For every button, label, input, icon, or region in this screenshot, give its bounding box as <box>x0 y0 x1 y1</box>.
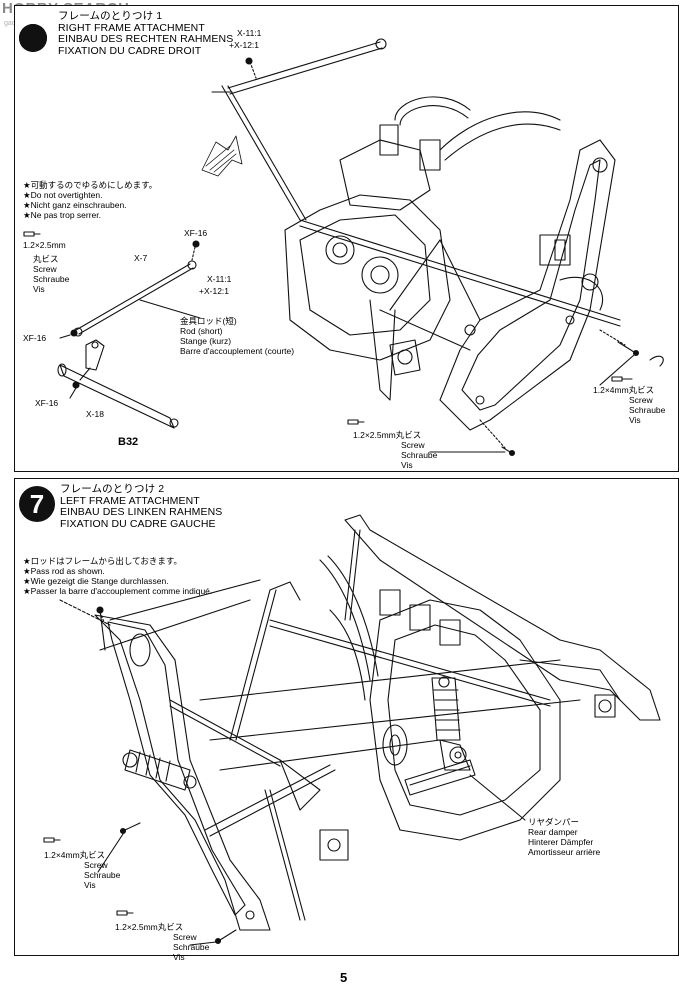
step7-left-frame <box>94 581 336 931</box>
step7-title: フレームのとりつけ 2 LEFT FRAME ATTACHMENT EINBAU… <box>60 483 223 530</box>
step7-number-badge: 7 <box>19 486 55 522</box>
step6-screw-bottom-label: 1.2×2.5mm丸ビス Screw Schraube Vis <box>353 430 438 470</box>
step6-panel <box>14 5 679 472</box>
step7-left-screw-icon <box>43 822 141 873</box>
page-number: 5 <box>340 970 348 985</box>
step7-engine <box>319 555 616 841</box>
step7-bottom-screw-icon <box>116 910 237 946</box>
step6-small-screw-icon <box>23 231 41 237</box>
step6-rod-label: 金具ロッド(短) Rod (short) Stange (kurz) Barre… <box>180 316 295 356</box>
step6-b32-code: B32 <box>118 436 139 448</box>
step6-top-screw-icon <box>245 57 257 79</box>
step7-screw-bottom-label: 1.2×2.5mm丸ビス Screw Schraube Vis <box>115 922 210 962</box>
step7-title-fr: FIXATION DU CADRE GAUCHE <box>60 517 216 530</box>
step7-main-frame <box>59 514 661 771</box>
step6-right-screw-icon <box>599 341 664 386</box>
step6-title-jp: フレームのとりつけ 1 <box>58 10 163 22</box>
step7-title-en: LEFT FRAME ATTACHMENT <box>60 494 200 507</box>
step6-title: フレームのとりつけ 1 RIGHT FRAME ATTACHMENT EINBA… <box>58 10 234 57</box>
step6-part-x18: X-18 <box>86 409 104 419</box>
step6-bottom-screw-sample-icon <box>347 419 365 425</box>
step6-right-frame <box>369 139 626 449</box>
step6-title-fr: FIXATION DU CADRE DROIT <box>58 44 202 57</box>
step7-panel <box>14 478 679 956</box>
step6-part-x7: X-7 <box>134 253 148 263</box>
step7-left-shock <box>122 749 349 861</box>
step6-part-x12-top: +X-12:1 <box>229 40 260 50</box>
step6-engine-block <box>284 96 621 361</box>
step6-direction-arrow-icon <box>201 135 243 177</box>
step6-long-rod <box>211 38 387 221</box>
step6-shaft-part <box>57 363 179 429</box>
step6-part-x11-mid: X-11:1 <box>207 274 232 284</box>
step6-part-x11-top: X-11:1 <box>237 28 262 38</box>
step6-part-xf16-top: XF-16 <box>184 228 208 238</box>
step7-title-de: EINBAU DES LINKEN RAHMENS <box>60 506 223 518</box>
step6-screw-right-label: 1.2×4mm丸ビス Screw Schraube Vis <box>593 385 666 425</box>
step7-title-jp: フレームのとりつけ 2 <box>60 483 165 495</box>
step6-title-en: RIGHT FRAME ATTACHMENT <box>58 21 205 34</box>
step7-damper-label: リヤダンパー Rear damper Hinterer Dämpfer Amor… <box>528 817 601 857</box>
step6-screw-small-label: 1.2×2.5mm 丸ビス Screw Schraube Vis <box>23 240 70 294</box>
step6-title-de: EINBAU DES RECHTEN RAHMENS <box>58 33 234 45</box>
step7-screw-left-label: 1.2×4mm丸ビス Screw Schraube Vis <box>44 850 121 890</box>
step7-rear-damper <box>404 676 526 821</box>
step6-right-screw-sample-icon <box>611 376 633 382</box>
step6-part-x12-mid: +X-12:1 <box>199 286 230 296</box>
step6-bottom-screw-icon <box>429 446 516 457</box>
step7-note: ★ロッドはフレームから出しておきます。 ★Pass rod as shown. … <box>23 556 213 596</box>
step6-part-xf16-bottom: XF-16 <box>35 398 59 408</box>
step6-note: ★可動するのでゆるめにしめます。 ★Do not overtighten. ★N… <box>23 180 158 220</box>
step6-part-xf16-left: XF-16 <box>23 333 47 343</box>
step6-short-rod <box>59 240 201 339</box>
step7-top-screw-icon <box>96 606 105 623</box>
step6-bracket-part <box>79 339 105 381</box>
